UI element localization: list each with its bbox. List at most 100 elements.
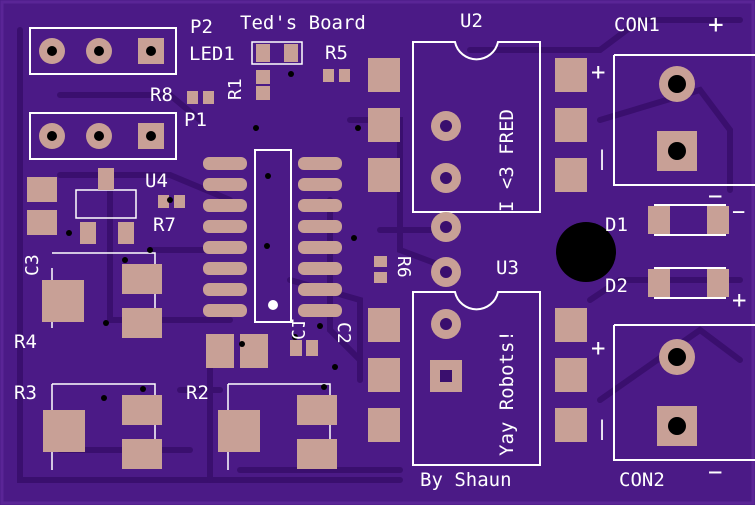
r6-label: R6 [393, 256, 414, 278]
r8-label: R8 [150, 84, 173, 106]
p2-hole-3 [146, 46, 156, 56]
u2-plus-mark: + [591, 58, 606, 86]
d2-pad-b [707, 269, 729, 297]
c3-pad-a [27, 177, 57, 202]
c2-label: C2 [333, 322, 354, 344]
c2-pad-a [290, 340, 302, 356]
r4-label: R4 [14, 331, 37, 353]
u3-chip-text: Yay Robots! [496, 330, 518, 456]
p2-hole-1 [47, 46, 57, 56]
con2-minus-mark: − [708, 458, 723, 486]
r1-pad-b [256, 86, 270, 100]
led1-outline [251, 41, 303, 65]
u4-pad-2 [80, 222, 96, 244]
soic-pads-right [298, 157, 342, 317]
soic-pin1-dot [268, 300, 278, 310]
con1-hole-1 [668, 75, 686, 93]
u3-smd-1 [368, 308, 400, 342]
soic-outline [254, 149, 292, 323]
d1-minus-mark: − [732, 200, 746, 225]
r3-pad-c [122, 439, 162, 469]
r6-pad-a [374, 256, 387, 267]
u4-pad-3 [118, 222, 134, 244]
r3-label: R3 [14, 382, 37, 404]
u2-smd-6 [555, 158, 587, 192]
mounting-hole [556, 222, 616, 282]
r8-pad-b [203, 91, 214, 104]
r6-pad-b [374, 272, 387, 283]
c1-pad-b [240, 334, 268, 368]
r4-pad-c [122, 308, 162, 338]
led1-pad-a [256, 44, 270, 62]
con1-label: CON1 [614, 14, 660, 36]
u3-smd-6 [555, 408, 587, 442]
u3-label: U3 [496, 257, 519, 279]
c1-pad-a [206, 334, 234, 368]
con1-plus-mark: + [708, 10, 724, 40]
r5-pad-a [323, 69, 334, 82]
r7-pad-a [158, 195, 169, 208]
r4-pad-b [122, 264, 162, 294]
c3-label: C3 [22, 254, 43, 276]
d1-pad-b [707, 206, 729, 234]
r3-pad-b [122, 395, 162, 425]
u3-smd-5 [555, 358, 587, 392]
d2-pad-a [648, 269, 670, 297]
board-title: Ted's Board [240, 12, 366, 34]
d1-pad-a [648, 206, 670, 234]
con1-minus-mark: − [708, 182, 723, 210]
p1-label: P1 [184, 109, 207, 131]
c1-label: C1 [287, 318, 308, 340]
u2-hole-1 [440, 120, 452, 132]
u2-hole-2 [440, 172, 452, 184]
r1-pad-a [256, 70, 270, 84]
c3-pad-b [27, 210, 57, 235]
u2-smd-5 [555, 108, 587, 142]
r7-label: R7 [153, 214, 176, 236]
r3-pad-a [43, 410, 85, 452]
r2-label: R2 [186, 382, 209, 404]
con2-outline [613, 324, 755, 461]
u2-smd-2 [368, 108, 400, 142]
u2-label: U2 [460, 10, 483, 32]
u4-pad-1 [98, 168, 114, 190]
soic-pads-left [203, 157, 247, 317]
p1-hole-1 [47, 131, 57, 141]
u2-smd-4 [555, 58, 587, 92]
led1-pad-b [284, 44, 298, 62]
con2-hole-2 [668, 417, 686, 435]
u3-hole-2 [440, 318, 452, 330]
u3-outline [412, 291, 541, 466]
p1-hole-2 [94, 131, 104, 141]
r2-pad-b [297, 395, 337, 425]
r8-pad-a [187, 91, 198, 104]
r2-pad-a [218, 410, 260, 452]
u2-tick-mark: | [596, 146, 609, 170]
r7-pad-b [174, 195, 185, 208]
u2-hole-3 [440, 221, 452, 233]
r2-pad-c [297, 439, 337, 469]
u4-label: U4 [145, 170, 168, 192]
r5-pad-b [339, 69, 350, 82]
con2-label: CON2 [619, 469, 665, 491]
r4-pad-a [42, 280, 84, 322]
u3-smd-3 [368, 408, 400, 442]
d2-plus-mark: + [732, 286, 747, 314]
u2-smd-3 [368, 158, 400, 192]
p2-label: P2 [190, 16, 213, 38]
d1-label: D1 [605, 214, 628, 236]
con2-hole-1 [668, 348, 686, 366]
con1-hole-2 [668, 142, 686, 160]
r1-label: R1 [225, 78, 246, 100]
u3-plus-mark: + [591, 334, 606, 362]
p2-outline [29, 27, 177, 75]
u3-hole-3 [440, 370, 452, 382]
board-credit: By Shaun [420, 469, 512, 491]
u3-tick-mark: | [596, 416, 609, 440]
u3-smd-2 [368, 358, 400, 392]
con1-outline [613, 54, 755, 186]
p2-hole-2 [94, 46, 104, 56]
